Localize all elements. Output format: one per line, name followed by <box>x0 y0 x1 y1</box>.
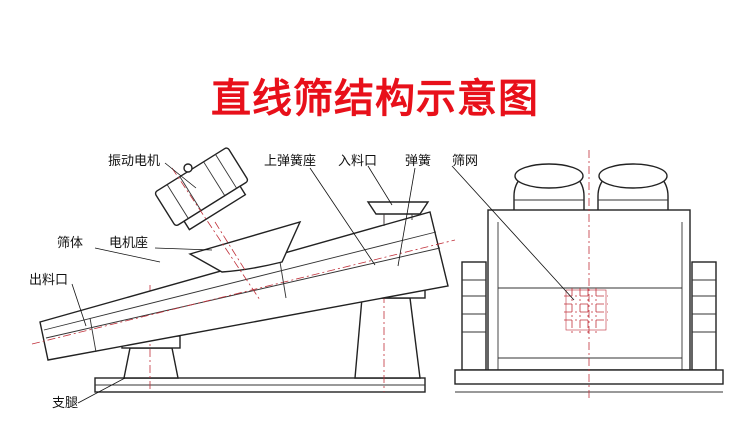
label-upper-spring-seat: 上弹簧座 <box>264 153 316 169</box>
end-view <box>451 150 724 398</box>
label-motor-seat: 电机座 <box>109 236 148 251</box>
label-feed-port: 入料口 <box>338 154 377 169</box>
label-support-leg: 支腿 <box>52 396 78 411</box>
feed-port <box>366 201 430 226</box>
screen-mesh <box>564 288 608 334</box>
label-screen-mesh: 筛网 <box>452 154 478 169</box>
label-vibration-motor: 振动电机 <box>108 154 160 169</box>
side-view <box>31 147 456 404</box>
label-screen-body: 筛体 <box>57 236 83 251</box>
diagram-title: 直线筛结构示意图 <box>211 76 539 122</box>
left-column <box>461 261 487 371</box>
motor-seat <box>188 220 302 273</box>
screen-body <box>31 211 456 361</box>
label-spring: 弹簧 <box>405 153 431 169</box>
vibration-motor <box>154 147 249 231</box>
right-column <box>691 261 717 371</box>
label-discharge-port: 出料口 <box>29 273 68 288</box>
